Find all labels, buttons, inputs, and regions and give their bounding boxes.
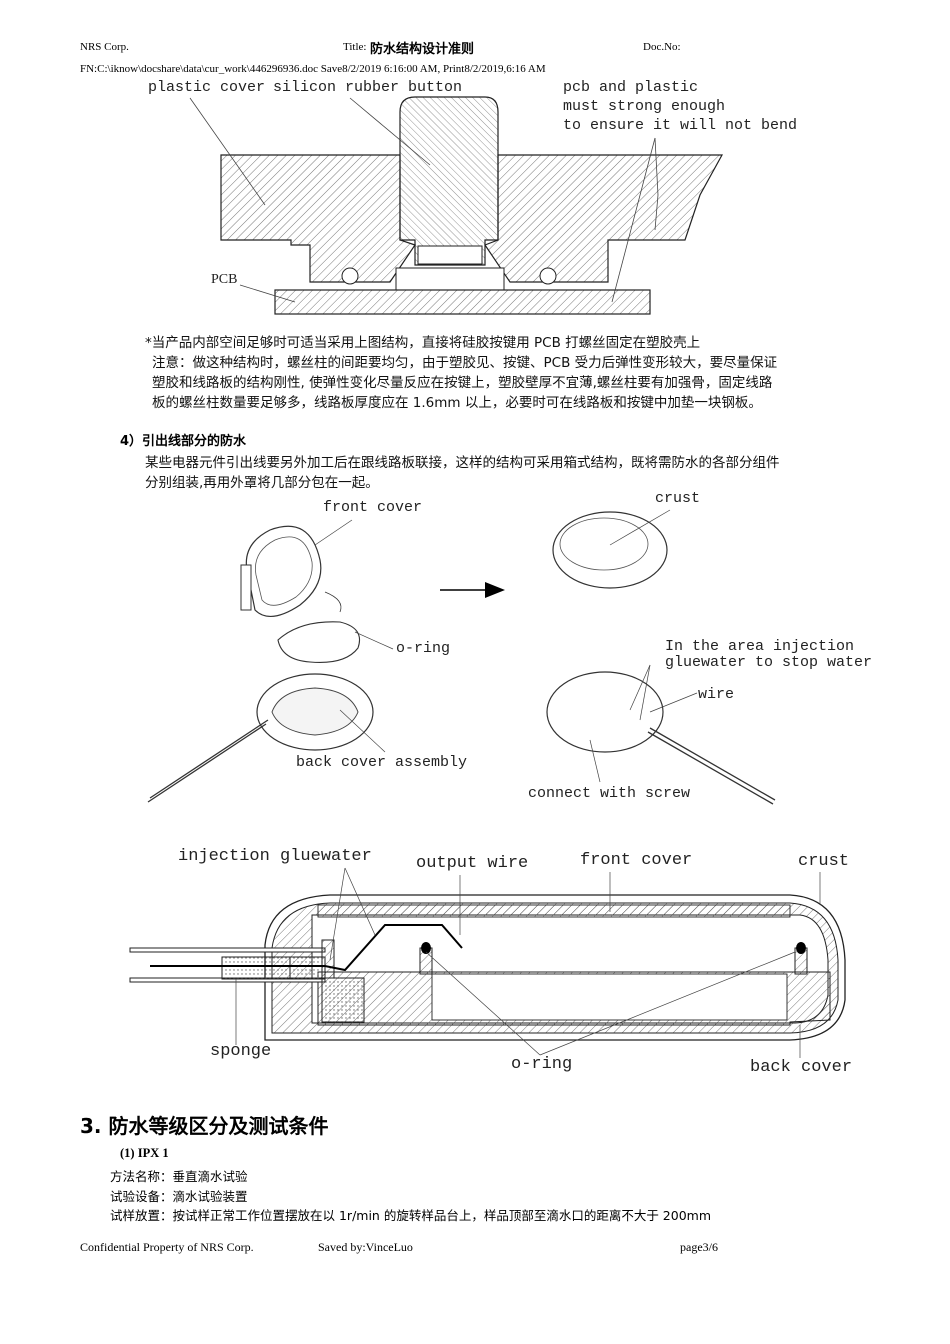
- label-pcb-plastic-3: to ensure it will not bend: [563, 117, 798, 134]
- section-3-method: 方法名称：垂直滴水试验: [110, 1169, 248, 1184]
- header-company: NRS Corp.: [80, 41, 129, 53]
- section-3-subheading: (1) IPX 1: [120, 1146, 169, 1160]
- footer-confidential: Confidential Property of NRS Corp.: [80, 1240, 254, 1254]
- fig3-sponge: sponge: [210, 1042, 272, 1061]
- header-doc-no: Doc.No:: [643, 41, 681, 53]
- footer-page: page3/6: [680, 1240, 718, 1254]
- label-pcb: PCB: [211, 272, 238, 287]
- fig3-front-cover: front cover: [580, 851, 693, 870]
- fig3-output-wire: output wire: [416, 854, 529, 873]
- figure-assembly: [147, 509, 776, 805]
- fig2-back-cover-assembly: back cover assembly: [296, 754, 468, 771]
- fig2-injection-2: gluewater to stop water: [665, 654, 873, 671]
- fig2-front-cover: front cover: [323, 499, 423, 516]
- section-3-placement: 试样放置：按试样正常工作位置摆放在以 1r/min 的旋转样品台上，样品顶部至滴…: [110, 1208, 712, 1223]
- label-silicon-button: silicon rubber button: [273, 79, 463, 96]
- footer-saved-by: Saved by:VinceLuo: [318, 1240, 413, 1254]
- fig3-o-ring: o-ring: [511, 1055, 573, 1074]
- label-pcb-plastic-2: must strong enough: [563, 98, 726, 115]
- figure-button-section: [189, 96, 724, 315]
- label-pcb-plastic-1: pcb and plastic: [563, 79, 699, 96]
- section-4-para-2: 分别组装,再用外罩将几部分包在一起。: [145, 475, 379, 491]
- fig3-injection: injection gluewater: [178, 847, 372, 866]
- figure-cross-section: [129, 867, 846, 1058]
- header-title-prefix: Title:: [343, 41, 367, 53]
- fig3-back-cover: back cover: [750, 1058, 853, 1077]
- fig2-wire: wire: [698, 686, 735, 703]
- section-3-equipment: 试验设备：滴水试验装置: [110, 1189, 248, 1204]
- fig2-connect-screw: connect with screw: [528, 785, 691, 802]
- section-4-heading: 4）引出线部分的防水: [120, 434, 247, 449]
- note-line-3: 塑胶和线路板的结构刚性, 使弹性变化尽量反应在按键上，塑胶壁厚不宜薄,螺丝柱要有…: [152, 375, 773, 391]
- label-plastic-cover: plastic cover: [148, 79, 266, 96]
- header-title: 防水结构设计准则: [370, 42, 475, 57]
- section-4-para-1: 某些电器元件引出线要另外加工后在跟线路板联接，这样的结构可采用箱式结构，既将需防…: [145, 455, 780, 471]
- fig3-crust: crust: [798, 852, 850, 871]
- note-line-1: *当产品内部空间足够时可适当采用上图结构，直接将硅胶按键用 PCB 打螺丝固定在…: [145, 335, 701, 351]
- note-line-2: 注意：做这种结构时，螺丝柱的间距要均匀，由于塑胶见、按键、PCB 受力后弹性变形…: [152, 355, 778, 371]
- fig2-injection-1: In the area injection: [665, 638, 855, 655]
- note-line-4: 板的螺丝柱数量要足够多，线路板厚度应在 1.6mm 以上，必要时可在线路板和按键…: [152, 395, 762, 411]
- header-file-line: FN:C:\iknow\docshare\data\cur_work\44629…: [80, 63, 546, 75]
- section-3-heading: 3. 防水等级区分及测试条件: [80, 1114, 329, 1138]
- fig2-crust: crust: [655, 490, 701, 507]
- fig2-o-ring: o-ring: [396, 640, 451, 657]
